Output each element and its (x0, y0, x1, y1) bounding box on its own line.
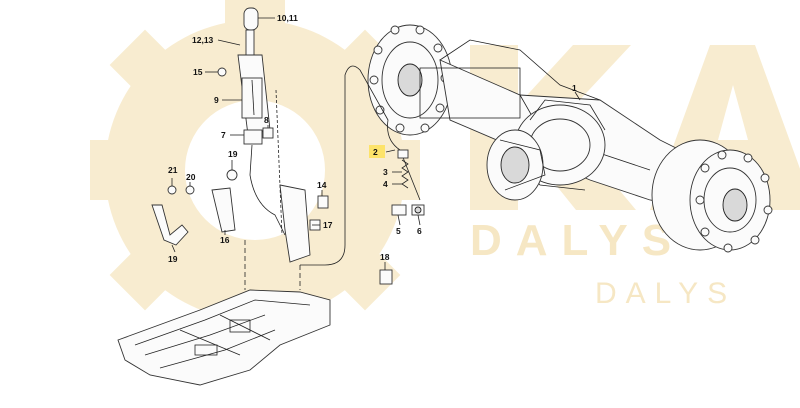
brake-pedal (211, 187, 236, 233)
brake-switch (151, 204, 189, 246)
detail-frame (419, 67, 521, 119)
watermark-word-small: DALYS (595, 277, 736, 310)
callout-15[interactable]: 15 (193, 67, 203, 77)
watermark-gear-icon (90, 0, 420, 340)
brake-cable (300, 65, 401, 266)
callout-labels: 1 2 3 4 5 6 7 8 9 10,11 12,13 14 15 16 1… (168, 13, 577, 264)
left-hub (367, 24, 453, 136)
mounting-bracket (279, 184, 311, 263)
callout-2-highlight (369, 145, 385, 158)
callout-21[interactable]: 21 (168, 165, 178, 175)
callout-20[interactable]: 20 (186, 172, 196, 182)
floor-pan (117, 240, 331, 386)
callout-5[interactable]: 5 (396, 226, 401, 236)
brake-disc (486, 129, 546, 201)
callout-18[interactable]: 18 (380, 252, 390, 262)
callout-7[interactable]: 7 (221, 130, 226, 140)
callout-19-bottom[interactable]: 19 (168, 254, 178, 264)
callout-4[interactable]: 4 (383, 179, 388, 189)
callout-10-11[interactable]: 10,11 (277, 13, 298, 23)
callout-8[interactable]: 8 (264, 115, 269, 125)
clevis-parts (391, 204, 425, 216)
lever-knob (243, 7, 259, 31)
callout-9[interactable]: 9 (214, 95, 219, 105)
callout-17[interactable]: 17 (323, 220, 333, 230)
axle-assembly (367, 24, 773, 253)
right-hub (651, 139, 773, 253)
callout-2[interactable]: 2 (373, 147, 378, 157)
callout-6[interactable]: 6 (417, 226, 422, 236)
hand-brake-lever-assembly (151, 7, 581, 285)
watermark-word-large: DALYS (470, 216, 685, 265)
callout-19-top[interactable]: 19 (228, 149, 238, 159)
callout-14[interactable]: 14 (317, 180, 327, 190)
callout-12-13[interactable]: 12,13 (192, 35, 214, 45)
callout-16[interactable]: 16 (220, 235, 230, 245)
callout-3[interactable]: 3 (383, 167, 388, 177)
spring-part (397, 149, 409, 189)
callout-1[interactable]: 1 (572, 83, 577, 93)
